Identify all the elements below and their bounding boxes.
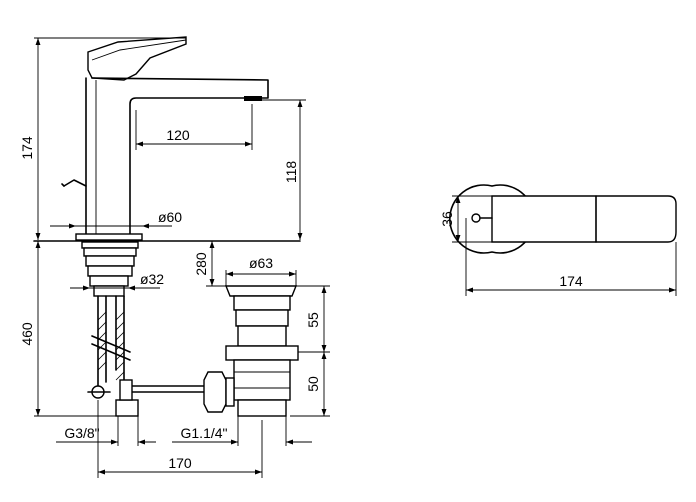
tap-lever xyxy=(87,36,187,81)
tap-side-view xyxy=(449,184,677,254)
dim-shank-diameter: ø32 xyxy=(140,271,164,287)
dim-pipe-spacing: 170 xyxy=(168,455,192,471)
dimension-labels: 174 120 118 ø60 ø32 280 ø63 55 50 460 G3… xyxy=(19,127,583,471)
dim-tap-height: 174 xyxy=(19,136,35,160)
dim-spout-height: 118 xyxy=(283,161,299,184)
tap-body xyxy=(85,77,269,237)
dim-base-diameter: ø60 xyxy=(158,209,182,225)
dim-waste-upper: 55 xyxy=(305,312,321,328)
dim-waste-thread: G1.1/4" xyxy=(181,425,228,441)
dim-lever-width: 36 xyxy=(439,211,455,227)
dim-overall-height: 460 xyxy=(19,322,35,346)
dim-hose-thread: G3/8" xyxy=(64,425,99,441)
popup-rod xyxy=(63,179,87,187)
dim-lever-length: 174 xyxy=(559,273,583,289)
base-plate xyxy=(75,233,143,241)
tap-front-view xyxy=(33,36,301,242)
aerator xyxy=(244,96,262,101)
dim-shank-length: 280 xyxy=(193,252,209,276)
waste-siphon xyxy=(203,285,299,417)
dim-waste-diameter: ø63 xyxy=(249,255,273,271)
tap-underside xyxy=(81,241,211,417)
dim-waste-lower: 50 xyxy=(305,376,321,392)
dimension-lines xyxy=(34,37,677,478)
dim-spout-reach: 120 xyxy=(166,127,190,143)
